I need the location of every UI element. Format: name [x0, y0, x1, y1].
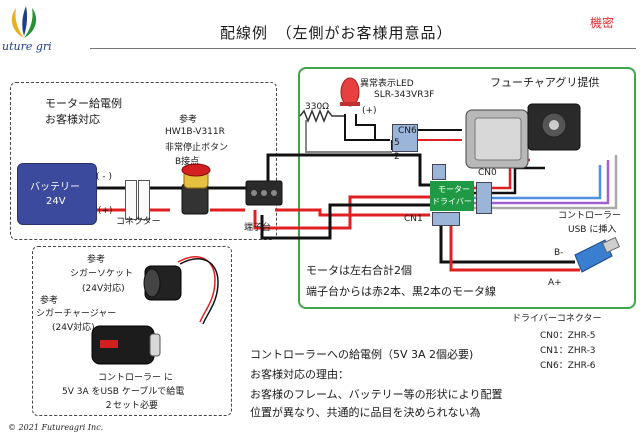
supplied-box [298, 67, 636, 309]
motor-note-1: モータは左右合計2個 [306, 264, 412, 277]
driver-line1: モーター [438, 185, 470, 194]
cigar-socket-image [143, 265, 182, 301]
pin2-label: 2 [394, 152, 400, 162]
socket-ref: 参考 [87, 255, 106, 265]
port-cn1-label: CN1 [404, 214, 423, 224]
led-label: 異常表示LED [360, 79, 414, 89]
driver-top-socket [432, 164, 446, 180]
controller-label: コントローラー [558, 211, 622, 221]
switch-name: 非常停止ボタン [165, 143, 229, 153]
controller-b-minus: B- [554, 248, 564, 258]
driver-connector-cn1: CN1：ZHR-3 [540, 346, 596, 356]
customer-box-subtitle: お客様対応 [45, 113, 100, 126]
connector-right [138, 180, 150, 220]
battery-voltage: 24V [46, 196, 66, 207]
controller-usb: USB に挿入 [568, 225, 617, 235]
charger-ref: 参考 [40, 296, 59, 306]
connector-label: コネクター [116, 217, 161, 227]
resistor [299, 108, 344, 124]
controller-a-plus: A+ [548, 278, 562, 288]
power-note-3: ２セット必要 [104, 401, 159, 411]
driver-line2: ドライバー [432, 197, 472, 206]
minus-label: ( - ) [96, 172, 112, 182]
connector-left [125, 180, 137, 220]
reason-title: お客様対応の理由： [250, 368, 349, 381]
cn6-wires [418, 129, 462, 141]
cn1-wires [439, 212, 580, 272]
resistor-label: 330Ω [305, 102, 330, 112]
charger-name: シガーチャージャー [36, 309, 117, 319]
usb-controller-image [574, 236, 621, 273]
emergency-stop-image [181, 163, 211, 215]
motor-wires [253, 153, 430, 240]
logo-text: uture gri [2, 40, 52, 53]
led-plus-label: (+) [362, 106, 377, 116]
led-model: SLR-343VR3F [374, 90, 435, 100]
port-cn0-label: CN0 [478, 168, 497, 178]
plus-label: (+) [98, 206, 113, 216]
pin5-label: 5 [394, 138, 400, 148]
battery-label: バッテリー [30, 182, 80, 193]
led-wires [305, 114, 393, 153]
port-cn6-label: CN6 [398, 126, 417, 136]
port-cn6 [392, 124, 418, 152]
customer-box [10, 82, 277, 240]
driver-connectors-title: ドライバーコネクター [512, 314, 602, 324]
reason-line-2: 位置が異なり、共通的に品目を決められない為 [250, 406, 481, 419]
controller-power-title: コントローラーへの給電例（5V 3A 2個必要) [250, 348, 474, 361]
socket-spec: (24V対応) [82, 284, 125, 294]
battery-wires [95, 186, 260, 212]
socket-name: シガーソケット [70, 269, 134, 279]
switch-ref: 参考 [179, 115, 198, 125]
port-cn0 [476, 182, 492, 214]
motor-image [465, 103, 581, 169]
terminal-block-image [245, 180, 283, 206]
battery: バッテリー 24V [17, 163, 97, 225]
socket-cable [177, 256, 216, 323]
page-title: 配線例 （左側がお客様用意品） [220, 24, 453, 42]
terminal-block-label: 端子台 [244, 223, 272, 233]
confidential-label: 機密 [590, 16, 615, 30]
cn0-bundle [474, 155, 618, 210]
reason-line-1: お客様のフレーム、バッテリー等の形状により配置 [250, 388, 503, 401]
power-note-1: コントローラー に [98, 373, 173, 383]
port-cn1 [432, 212, 460, 226]
supplied-label: フューチャアグリ提供 [490, 76, 600, 89]
copyright: © 2021 Futureagri Inc. [8, 423, 104, 432]
power-supply-box [32, 246, 232, 416]
driver-connector-cn0: CN0：ZHR-5 [540, 331, 596, 341]
motor-note-2: 端子台からは赤2本、黒2本のモータ線 [306, 285, 496, 298]
customer-box-title: モーター給電例 [45, 97, 122, 110]
power-note-2: 5V 3A をUSB ケーブルで給電 [62, 387, 185, 397]
switch-model: HW1B-V311R [165, 127, 225, 137]
led-image [340, 77, 360, 107]
motor-driver: モーター ドライバー [430, 181, 474, 211]
futureagri-logo [11, 6, 37, 38]
charger-spec: (24V対応) [52, 323, 95, 333]
driver-connector-cn6: CN6：ZHR-6 [540, 361, 596, 371]
switch-contact: B接点 [175, 157, 200, 167]
cigar-charger-image [91, 325, 161, 365]
title-rule [90, 48, 636, 49]
